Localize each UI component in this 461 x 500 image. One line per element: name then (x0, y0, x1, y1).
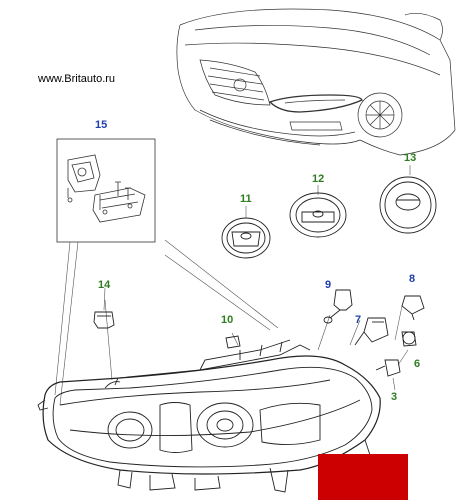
highlight-box (318, 454, 408, 500)
headlamp-assembly (37, 339, 381, 493)
part-3-bulb[interactable] (375, 359, 401, 377)
part-6-bulb[interactable] (401, 331, 417, 347)
callout-15[interactable]: 15 (95, 119, 108, 131)
vehicle-front-illustration (176, 8, 456, 156)
bracket-inset-box (56, 138, 156, 243)
part-9-bulb[interactable] (323, 289, 353, 324)
callout-6[interactable]: 6 (414, 358, 421, 370)
part-12-cover-cap[interactable] (289, 192, 347, 238)
part-13-cover-cap[interactable] (379, 176, 437, 234)
callout-13[interactable]: 13 (404, 152, 417, 164)
callout-7[interactable]: 7 (355, 314, 362, 326)
leader-lines (54, 165, 411, 406)
callout-12[interactable]: 12 (312, 173, 325, 185)
callout-8[interactable]: 8 (409, 273, 416, 285)
callout-11[interactable]: 11 (240, 193, 252, 205)
callout-10[interactable]: 10 (221, 314, 234, 326)
callout-14[interactable]: 14 (98, 279, 111, 291)
part-8-bulb[interactable] (401, 295, 425, 321)
callout-9[interactable]: 9 (325, 279, 332, 291)
part-7-bulb[interactable] (354, 317, 389, 346)
part-11-cover-cap[interactable] (221, 217, 271, 259)
part-10-bulb[interactable] (225, 335, 241, 349)
watermark-text: www.Britauto.ru (38, 73, 116, 85)
callout-3[interactable]: 3 (391, 391, 398, 403)
part-14-holder[interactable] (93, 311, 115, 329)
